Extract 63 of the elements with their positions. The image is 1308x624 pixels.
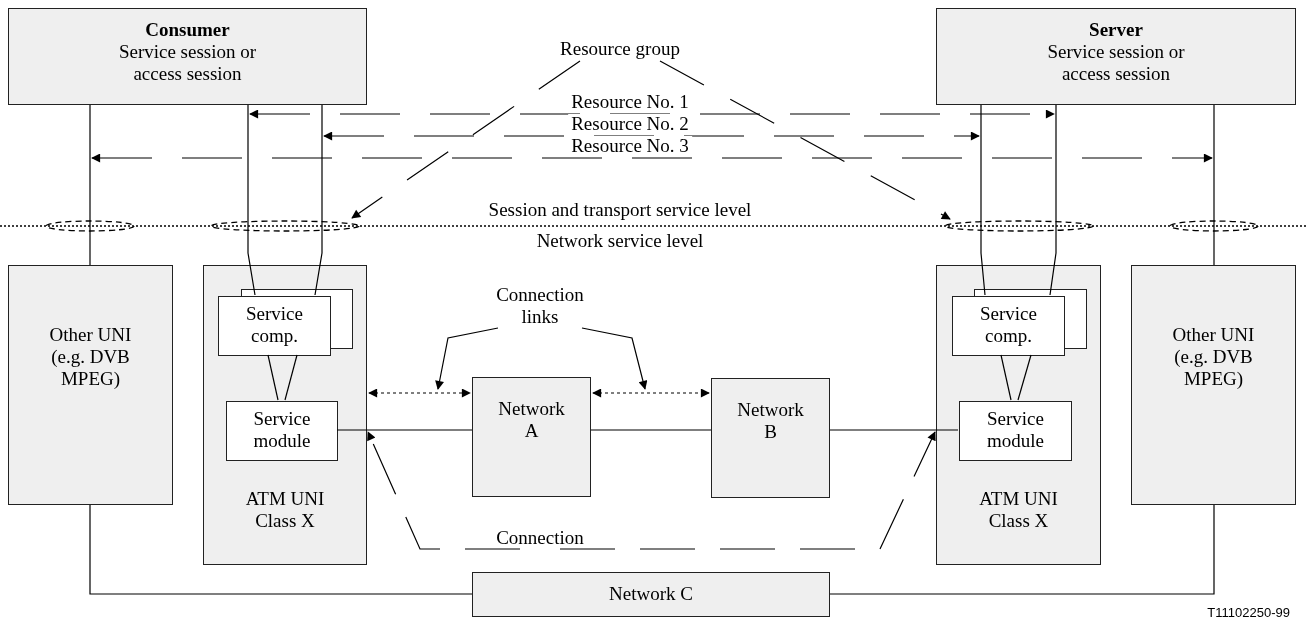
box-text: Service comp. — [979, 303, 1038, 347]
dashed-ellipse — [1169, 219, 1259, 233]
box-text: ATM UNI Class X — [978, 488, 1059, 532]
box-text: ATM UNI Class X — [244, 488, 326, 532]
connector-line — [980, 104, 986, 296]
box-text: Service comp. — [245, 303, 304, 347]
leader-line — [367, 431, 521, 550]
box-heading: Server — [1089, 19, 1143, 41]
connector-line — [829, 429, 959, 431]
dashed-arrow — [368, 388, 471, 398]
connector-line — [314, 104, 323, 296]
process-box — [959, 401, 1072, 461]
connector-line — [1213, 104, 1215, 266]
process-box — [936, 8, 1296, 105]
process-box — [8, 8, 367, 105]
connector-line — [89, 504, 473, 595]
figure-id: T11102250-99 — [1207, 604, 1290, 622]
process-box — [203, 265, 367, 565]
box-text: Network C — [609, 583, 693, 605]
connector-line — [829, 504, 1215, 595]
box-text: Service module — [252, 408, 312, 452]
box-text: Other UNI (e.g. DVB MPEG) — [48, 324, 133, 390]
level-label: Session and transport service level — [488, 200, 752, 220]
process-box — [218, 296, 331, 356]
leader-line — [435, 327, 499, 390]
process-box — [936, 265, 1101, 565]
connector-line — [1000, 354, 1012, 401]
dashed-ellipse — [210, 219, 360, 233]
box-text: Service module — [986, 408, 1045, 452]
connector-line — [336, 429, 473, 431]
connector-line — [89, 104, 91, 266]
box-text: Service session or access session — [1046, 41, 1186, 85]
process-box — [226, 401, 338, 461]
process-box — [952, 296, 1065, 356]
annotation-text: Connection — [496, 527, 584, 549]
annotation-text: Resource group — [560, 38, 680, 60]
connector-line — [267, 354, 279, 401]
process-box — [711, 378, 830, 498]
box-text: Network A — [497, 398, 566, 442]
connector-line — [590, 429, 712, 431]
dashed-arrow — [91, 153, 1213, 163]
annotation-text: Connection links — [485, 284, 595, 328]
leader-line — [351, 60, 581, 219]
connector-line — [1017, 354, 1032, 401]
dashed-arrow — [592, 388, 710, 398]
process-box — [1131, 265, 1296, 505]
level-label: Network service level — [536, 231, 704, 251]
box-text: Network B — [736, 399, 805, 443]
connector-line — [1049, 104, 1057, 296]
process-box — [472, 572, 830, 617]
box-text: Service session or access session — [117, 41, 258, 85]
connector-line — [247, 104, 256, 296]
dashed-ellipse — [45, 219, 135, 233]
dashed-arrow — [249, 109, 1055, 119]
process-box — [8, 265, 173, 505]
leader-line — [581, 327, 648, 390]
connector-line — [284, 354, 298, 401]
box-heading: Consumer — [145, 19, 230, 41]
process-box — [472, 377, 591, 497]
dashed-ellipse — [944, 219, 1094, 233]
box-text: Other UNI (e.g. DVB MPEG) — [1171, 324, 1256, 390]
leader-line — [559, 431, 936, 550]
leader-line — [659, 60, 951, 220]
